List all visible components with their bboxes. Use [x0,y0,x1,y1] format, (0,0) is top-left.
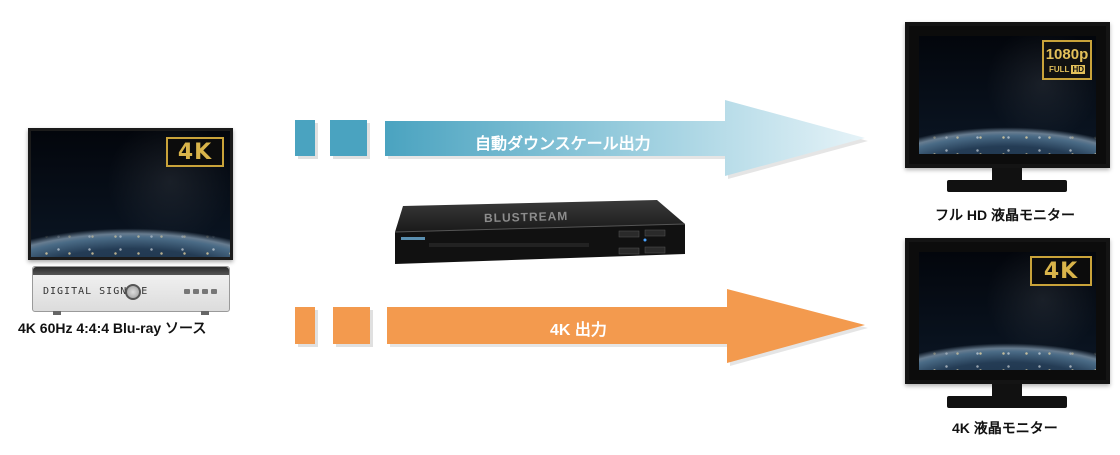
player-label: DIGITAL SIGNAGE [43,286,149,297]
top-arrow-dash-1 [295,120,315,156]
monitor-stand-base [947,396,1067,408]
bottom-arrow-label: 4K 出力 [550,322,607,339]
power-icon [125,284,141,300]
source-tv: 4K [28,128,233,260]
4k-badge: 4K [166,137,224,167]
device-brand: BLUSTREAM [484,209,569,225]
4k-monitor-caption: 4K 液晶モニター [952,420,1058,436]
4k-badge: 4K [1030,256,1092,286]
bottom-arrow-dash-1 [295,307,315,344]
top-arrow [385,100,868,179]
player-indicator-lights [184,289,217,294]
bottom-arrow-dash-2 [333,307,370,344]
bottom-arrow [387,289,868,366]
monitor-stand-base [947,180,1067,192]
source-caption: 4K 60Hz 4:4:4 Blu-ray ソース [18,320,207,336]
full-hd-monitor-caption: フル HD 液晶モニター [935,207,1075,223]
top-arrow-dash-2 [330,120,367,156]
top-arrow-label: 自動ダウンスケール出力 [475,136,651,153]
signage-player: DIGITAL SIGNAGE [32,266,230,315]
blustream-device: BLUSTREAM [394,200,686,264]
4k-monitor: 4K [905,238,1110,384]
